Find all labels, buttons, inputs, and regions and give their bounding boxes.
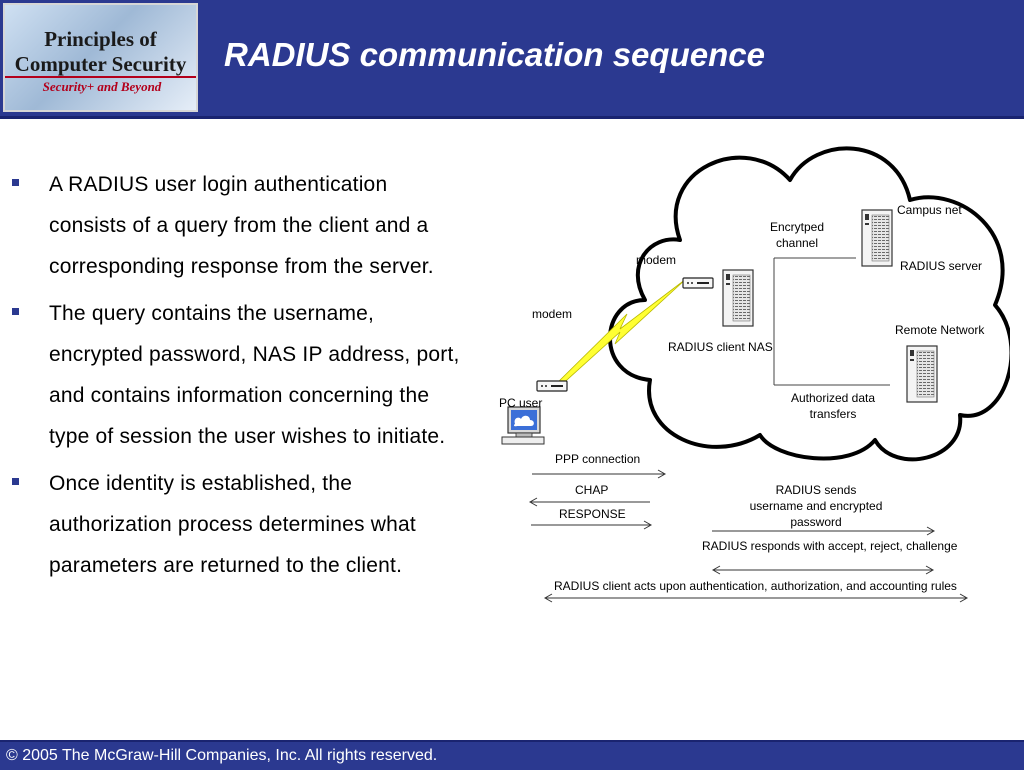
slide-header: Principles of Computer Security Security… — [0, 0, 1024, 116]
encrypted-channel-label: channel — [776, 236, 818, 250]
copyright-text: © 2005 The McGraw-Hill Companies, Inc. A… — [6, 747, 438, 764]
remote-network-label: Remote Network — [895, 323, 985, 337]
chap-arrow — [528, 497, 650, 507]
bullet-item: A RADIUS user login authentication consi… — [10, 164, 460, 287]
encrypted-channel-label: Encrytped — [770, 220, 824, 234]
header-divider — [0, 116, 1024, 119]
network-cloud — [608, 146, 1010, 462]
nas-server-icon — [722, 269, 754, 327]
radius-sends-label: password — [790, 515, 841, 529]
logo-tagline: Security+ and Beyond — [42, 79, 162, 94]
bullet-marker-icon — [12, 308, 19, 315]
radius-server-icon — [861, 209, 893, 267]
pc-modem-label: modem — [532, 307, 572, 321]
ppp-arrow — [532, 469, 667, 479]
bullet-item: The query contains the username, encrypt… — [10, 293, 460, 457]
logo-title-line1: Principles of — [44, 27, 157, 51]
authorized-data-label: transfers — [810, 407, 857, 421]
bullet-text: The query contains the username, encrypt… — [49, 302, 460, 448]
radius-sends-label: username and encrypted — [750, 499, 883, 513]
pc-user-label: PC user — [499, 396, 542, 410]
slide-title: RADIUS communication sequence — [224, 36, 765, 73]
remote-server-icon — [906, 345, 938, 403]
radius-sends-label: RADIUS sends — [776, 483, 857, 497]
nas-modem-label: modem — [636, 253, 676, 267]
radius-client-nas-label: RADIUS client NAS — [668, 340, 773, 354]
bullet-item: Once identity is established, the author… — [10, 463, 460, 586]
radius-responds-arrow — [711, 565, 935, 575]
radius-server-label: RADIUS server — [900, 259, 982, 273]
radius-diagram: Campus net Encrytped channel RADIUS serv… — [499, 146, 1010, 603]
pc-modem-icon — [536, 380, 568, 392]
bullet-marker-icon — [12, 478, 19, 485]
bullet-list: A RADIUS user login authentication consi… — [10, 164, 460, 592]
logo-title-line2: Computer Security — [14, 52, 187, 76]
radius-sends-arrow — [712, 526, 936, 536]
response-arrow — [531, 520, 653, 530]
campus-net-label: Campus net — [897, 203, 962, 217]
authorized-data-label: Authorized data — [791, 391, 875, 405]
book-logo: Principles of Computer Security Security… — [3, 3, 198, 112]
bullet-text: A RADIUS user login authentication consi… — [49, 173, 434, 278]
bullet-marker-icon — [12, 179, 19, 186]
radius-client-acts-label: RADIUS client acts upon authentication, … — [554, 579, 957, 593]
logo-divider — [5, 76, 196, 78]
chap-label: CHAP — [575, 483, 608, 497]
radius-responds-label: RADIUS responds with accept, reject, cha… — [702, 539, 958, 553]
bullet-text: Once identity is established, the author… — [49, 472, 416, 577]
slide-footer: © 2005 The McGraw-Hill Companies, Inc. A… — [0, 740, 1024, 770]
dialup-link-icon — [551, 278, 687, 389]
nas-modem-icon — [682, 277, 714, 289]
pc-user-icon — [501, 406, 545, 445]
radius-client-acts-arrow — [543, 593, 969, 603]
ppp-connection-label: PPP connection — [555, 452, 640, 466]
response-label: RESPONSE — [559, 507, 626, 521]
